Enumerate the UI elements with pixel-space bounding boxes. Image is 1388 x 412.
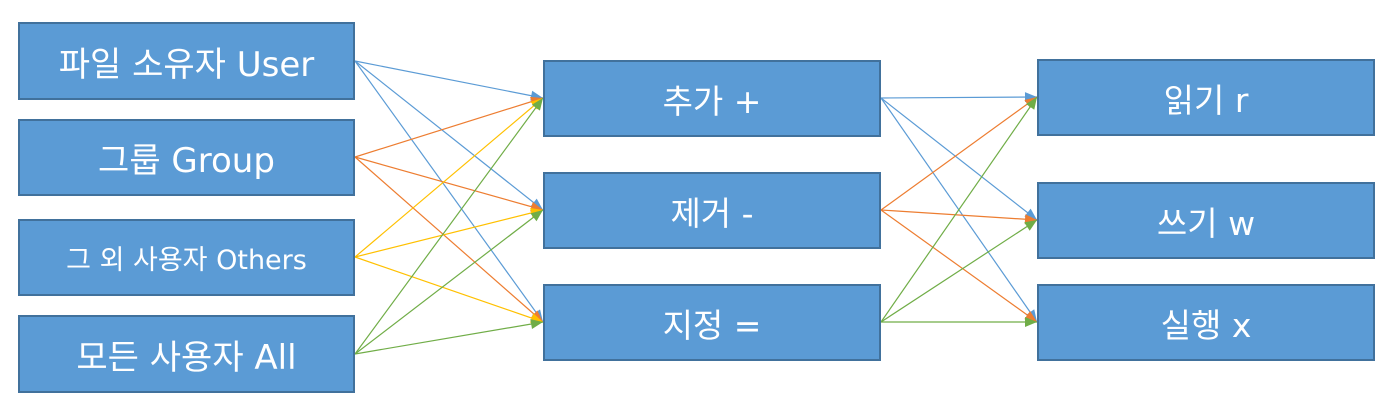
edge-remove-execute-line — [880, 209, 1038, 323]
node-who-user: 파일 소유자 User — [18, 22, 355, 100]
node-operator-assign: 지정 = — [543, 284, 881, 361]
edge-add-write-line — [880, 97, 1038, 221]
edge-add-read-line — [880, 96, 1038, 99]
edge-all-remove-arrowhead — [530, 210, 543, 222]
edge-remove-read-line — [880, 96, 1038, 211]
edge-group-add-line — [354, 97, 544, 158]
edge-assign-read-line — [880, 96, 1038, 323]
node-permission-execute: 실행 x — [1037, 284, 1375, 361]
edge-group-assign-line — [354, 156, 544, 323]
edge-all-assign-line — [354, 321, 544, 355]
edge-user-assign-line — [354, 60, 544, 323]
edge-all-add-arrowhead — [531, 98, 543, 111]
edge-assign-write-arrowhead — [1024, 220, 1037, 231]
edge-assign-execute-arrowhead — [1025, 317, 1037, 327]
edge-assign-read-arrowhead — [1026, 97, 1037, 110]
edge-others-remove-line — [354, 209, 544, 258]
node-permission-write: 쓰기 w — [1037, 182, 1375, 259]
edge-group-remove-line — [354, 156, 544, 211]
edge-user-remove-line — [354, 60, 544, 211]
node-operator-add: 추가 + — [543, 60, 881, 137]
edge-others-add-line — [354, 97, 544, 258]
edge-remove-write-line — [880, 209, 1038, 221]
node-who-others: 그 외 사용자 Others — [18, 219, 355, 296]
edge-all-remove-line — [354, 209, 544, 355]
node-permission-read: 읽기 r — [1037, 59, 1375, 136]
edge-assign-write-line — [880, 219, 1038, 323]
node-who-all: 모든 사용자 All — [18, 315, 355, 393]
edge-all-add-line — [354, 97, 544, 355]
edge-user-add-line — [354, 60, 544, 99]
edge-all-assign-arrowhead — [530, 319, 543, 329]
node-who-group: 그룹 Group — [18, 119, 355, 196]
node-operator-remove: 제거 - — [543, 172, 881, 249]
edge-others-assign-line — [354, 256, 544, 323]
edge-group-assign-arrowhead — [530, 310, 543, 322]
